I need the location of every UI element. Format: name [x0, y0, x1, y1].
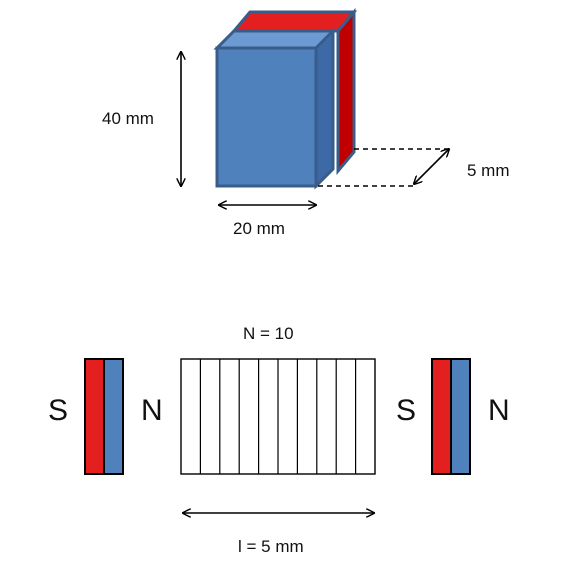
right-magnet: [431, 358, 471, 475]
left-magnet-south-label: S: [48, 394, 69, 427]
magnet-front-face: [215, 46, 318, 188]
length-label: l = 5 mm: [238, 537, 304, 556]
right-magnet-south-label: S: [396, 394, 417, 427]
right-magnet-north: [450, 358, 471, 475]
magnet-side-face: [314, 27, 335, 190]
right-magnet-south: [431, 358, 452, 475]
coil-turns: [199, 359, 357, 474]
left-magnet-north-label: N: [141, 394, 163, 427]
right-magnet-north-label: N: [488, 394, 510, 427]
width-label: 20 mm: [233, 219, 285, 238]
depth-label: 5 mm: [467, 161, 510, 180]
magnet-block-3d: [213, 7, 358, 190]
magnet-back-side-red: [336, 7, 356, 176]
left-magnet-north: [103, 358, 124, 475]
left-magnet: [84, 358, 124, 475]
coil: [180, 358, 376, 475]
height-label: 40 mm: [102, 109, 154, 128]
left-magnet-south: [84, 358, 105, 475]
turns-label: N = 10: [243, 324, 294, 343]
depth-arrow: [414, 149, 449, 184]
magnet-back-top-red: [230, 10, 358, 33]
magnet-top-face: [213, 29, 337, 50]
